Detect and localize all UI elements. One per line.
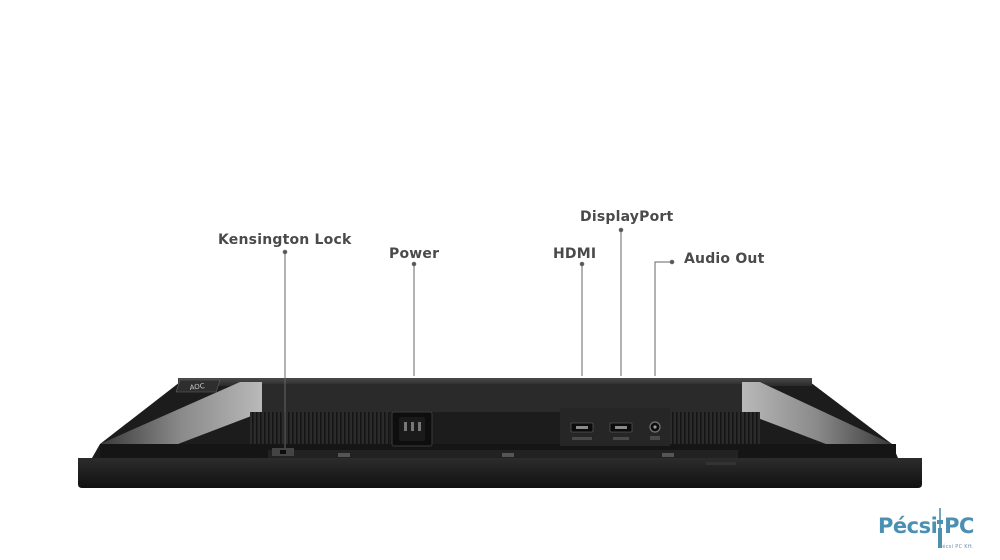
watermark-tagline: Pécsi PC Kft. (939, 544, 974, 550)
displayport-label: DisplayPort (580, 209, 674, 225)
hdmi-port (570, 422, 594, 440)
displayport-port (609, 422, 633, 440)
power-label: Power (389, 246, 440, 262)
audio-callout-line (654, 261, 672, 376)
monitor-brand-text: AOC (189, 382, 205, 392)
hdmi-label: HDMI (553, 246, 597, 262)
power-socket (391, 411, 433, 447)
kensington-lock-label: Kensington Lock (218, 232, 352, 248)
right-vent (660, 412, 760, 444)
audio-out-label: Audio Out (684, 251, 765, 267)
tower-icon (937, 508, 943, 548)
right-wedge (742, 382, 892, 444)
audio-jack (649, 421, 661, 440)
brand-badge (175, 379, 221, 393)
pecsi-pc-watermark: Pécsi PC Pécsi PC Kft. (878, 508, 978, 550)
watermark-brand: Pécsi PC (878, 514, 974, 538)
left-vent (250, 412, 390, 444)
monitor-base (78, 458, 922, 488)
left-wedge (100, 382, 262, 444)
